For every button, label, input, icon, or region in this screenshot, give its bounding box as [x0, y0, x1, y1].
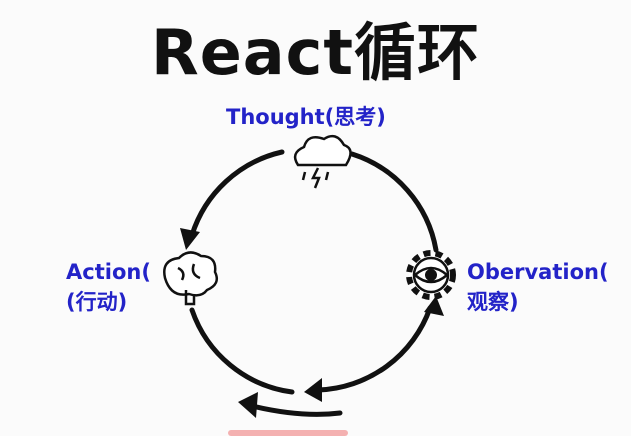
- storm-cloud-icon: [293, 134, 352, 189]
- arrowhead-return: [238, 392, 258, 418]
- action-label-line1: Action(: [66, 260, 151, 284]
- observation-label-line1: Obervation(: [467, 260, 609, 284]
- thought-label: Thought(思考): [226, 105, 386, 129]
- arc-thought-to-action: [189, 149, 285, 238]
- arc-bottom-to-observation: [315, 305, 433, 393]
- arc-action-to-bottom: [189, 307, 295, 395]
- cropped-bottom-label: [228, 430, 348, 436]
- arrowhead-action: [180, 228, 200, 250]
- gear-eye-icon: [406, 250, 456, 300]
- arc-observation-to-thought: [349, 151, 439, 253]
- observation-label-line2: 观察): [467, 290, 519, 314]
- arrowheads: [180, 228, 444, 418]
- arrowhead-bottom: [304, 378, 322, 402]
- page-title: React循环: [150, 16, 481, 89]
- brain-icon: [163, 251, 218, 306]
- arrowhead-observation: [424, 296, 444, 316]
- bottom-return-arrow: [245, 402, 343, 417]
- action-label-line2: (行动): [66, 290, 128, 314]
